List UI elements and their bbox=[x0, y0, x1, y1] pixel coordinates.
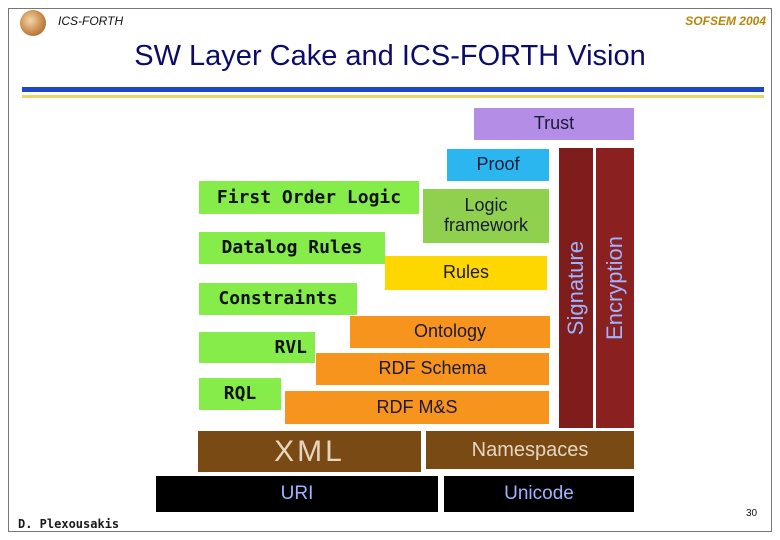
ics-first-order-logic-label: First Order Logic bbox=[216, 186, 402, 208]
ics-first-order-logic: First Order Logic bbox=[199, 181, 419, 214]
layer-xml: XML bbox=[198, 431, 421, 472]
ics-datalog-rules: Datalog Rules bbox=[199, 232, 385, 264]
layer-rdf-schema: RDF Schema bbox=[316, 353, 549, 385]
title-underline-blue bbox=[22, 87, 764, 92]
ics-rql: RQL bbox=[199, 378, 281, 410]
title-underline-yellow bbox=[22, 95, 764, 98]
layer-unicode-label: Unicode bbox=[504, 482, 574, 504]
layer-xml-label: XML bbox=[274, 435, 345, 468]
layer-ontology: Ontology bbox=[350, 316, 550, 348]
ics-rvl: RVL bbox=[199, 332, 315, 363]
layer-encryption: Encryption bbox=[596, 148, 634, 428]
ics-rvl-label: RVL bbox=[274, 336, 307, 358]
layer-signature: Signature bbox=[559, 148, 593, 428]
layer-signature-label: Signature bbox=[562, 240, 588, 336]
slide-title: SW Layer Cake and ICS-FORTH Vision bbox=[134, 40, 646, 72]
layer-rules: Rules bbox=[385, 256, 547, 290]
ics-constraints: Constraints bbox=[199, 283, 357, 315]
layer-rdfms-label: RDF M&S bbox=[376, 396, 458, 417]
layer-logic-framework: Logic framework bbox=[423, 189, 549, 243]
layer-namespaces-label: Namespaces bbox=[471, 439, 589, 461]
layer-proof-label: Proof bbox=[476, 154, 520, 175]
layer-logic-label: Logic framework bbox=[443, 195, 528, 235]
layer-uri-label: URI bbox=[280, 482, 314, 504]
layer-encryption-label: Encryption bbox=[601, 236, 627, 340]
layer-trust: Trust bbox=[474, 108, 634, 140]
ics-forth-logo-icon bbox=[20, 10, 46, 36]
header-conference: SOFSEM 2004 bbox=[685, 14, 766, 28]
layer-trust-label: Trust bbox=[533, 113, 575, 134]
ics-datalog-rules-label: Datalog Rules bbox=[221, 237, 363, 259]
layer-uri: URI bbox=[156, 476, 438, 512]
layer-ontology-label: Ontology bbox=[413, 321, 487, 342]
header-institute: ICS-FORTH bbox=[58, 14, 124, 28]
layer-unicode: Unicode bbox=[444, 476, 634, 512]
layer-rdf-ms: RDF M&S bbox=[285, 391, 549, 424]
page-number: 30 bbox=[746, 508, 758, 519]
layer-rules-label: Rules bbox=[442, 262, 490, 283]
slide-author: D. Plexousakis bbox=[18, 517, 120, 531]
layer-proof: Proof bbox=[447, 149, 549, 181]
ics-constraints-label: Constraints bbox=[218, 288, 338, 310]
ics-rql-label: RQL bbox=[223, 383, 257, 405]
layer-rdfs-label: RDF Schema bbox=[378, 358, 487, 379]
slide-frame bbox=[8, 8, 772, 532]
layer-namespaces: Namespaces bbox=[426, 431, 634, 469]
